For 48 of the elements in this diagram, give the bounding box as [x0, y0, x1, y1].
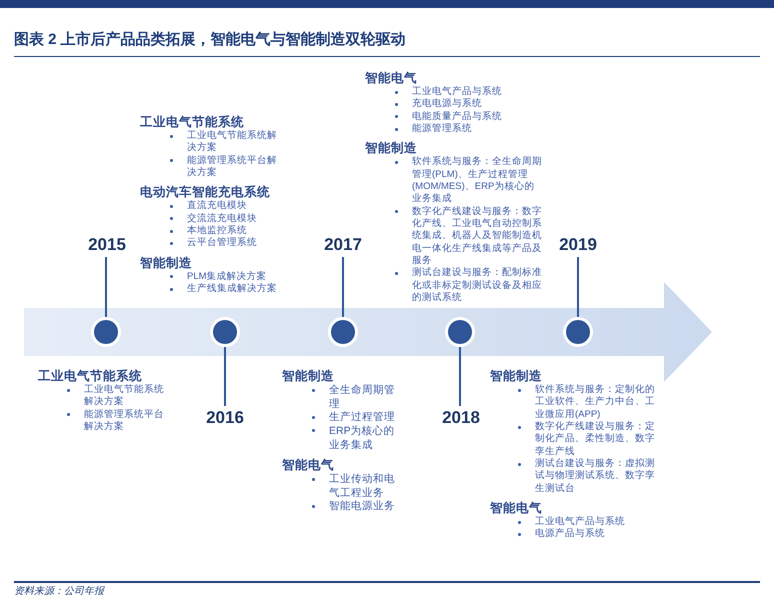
bullet-item: 全生命周期管理 [329, 384, 396, 411]
category-heading: 智能制造 [365, 140, 418, 156]
bullet-item: 能源管理系统平台解决方案 [84, 408, 165, 434]
bullet-item: 云平台管理系统 [187, 237, 258, 250]
category-heading: 智能制造 [140, 254, 193, 271]
category-heading: 智能电气 [365, 70, 418, 86]
year-label: 2018 [439, 408, 483, 428]
bullet-item: ERP为核心的业务集成 [329, 424, 396, 452]
connector-line [224, 347, 226, 406]
bullet-item: 工业电气产品与系统 [412, 86, 503, 98]
bullet-item: 交流流充电模块 [187, 212, 258, 225]
bullet-item: 能源管理系统平台解决方案 [187, 154, 278, 180]
bullet-item: 软件系统与服务：定制化的工业软件、生产力中台、工业微应用(APP) [535, 384, 656, 421]
bullet-item: 工业传动和电气工程业务 [329, 473, 396, 500]
connector-line [342, 257, 344, 317]
bullet-item: 智能电源业务 [329, 500, 396, 514]
category-heading: 电动汽车智能充电系统 [140, 184, 271, 200]
bullet-item: 电能质量产品与系统 [412, 110, 503, 123]
category-heading: 工业电气节能系统 [140, 114, 245, 130]
bullet-item: 测试台建设与服务：虚拟测试与物理测试系统、数字孪生测试台 [535, 458, 656, 496]
bullet-item: 充电电源与系统 [412, 98, 483, 111]
bullet-item: 数字化产线建设与服务：数字化产线、工业电气自动控制系统集成、机器人及智能制造机电一体化生产线集成等产品及服务 [412, 206, 542, 267]
bullet-item: 电源产品与系统 [535, 528, 606, 541]
year-label: 2019 [556, 235, 600, 255]
year-label: 2017 [321, 235, 365, 255]
year-label: 2015 [85, 235, 129, 255]
bullet-item: 数字化产线建设与服务：定制化产品、柔性制造、数字孪生产线 [535, 421, 656, 458]
connector-line [577, 257, 579, 317]
category-heading: 智能制造 [490, 368, 543, 384]
category-heading: 工业电气节能系统 [38, 368, 143, 384]
bullet-item: 工业电气节能系统解决方案 [84, 384, 165, 409]
bullet-item: 工业电气节能系统解决方案 [187, 130, 278, 155]
connector-line [459, 347, 461, 406]
bullet-item: 生产过程管理 [329, 411, 396, 425]
bullet-item: 软件系统与服务：全生命周期管理(PLM)、生产过程管理(MOM/MES)、ERP为核心的业务集成 [412, 156, 542, 206]
category-heading: 智能制造 [282, 368, 335, 384]
bullet-item: 测试台建设与服务：配制标准化或非标定制测试设备及相应的测试系统 [412, 267, 542, 304]
category-heading: 智能电气 [282, 457, 335, 474]
bullet-item: 能源管理系统 [412, 123, 473, 136]
bullet-item: 生产线集成解决方案 [187, 283, 278, 296]
bullet-item: 直流充电模块 [187, 200, 248, 213]
connector-line [105, 257, 107, 317]
diagram-title: 图表 2 上市后产品品类拓展，智能电气与智能制造双轮驱动 [14, 30, 406, 50]
year-label: 2016 [203, 408, 247, 428]
bullet-item: PLM集成解决方案 [187, 270, 268, 283]
category-heading: 智能电气 [490, 500, 543, 516]
bullet-item: 本地监控系统 [187, 225, 248, 237]
bullet-item: 工业电气产品与系统 [535, 516, 626, 528]
